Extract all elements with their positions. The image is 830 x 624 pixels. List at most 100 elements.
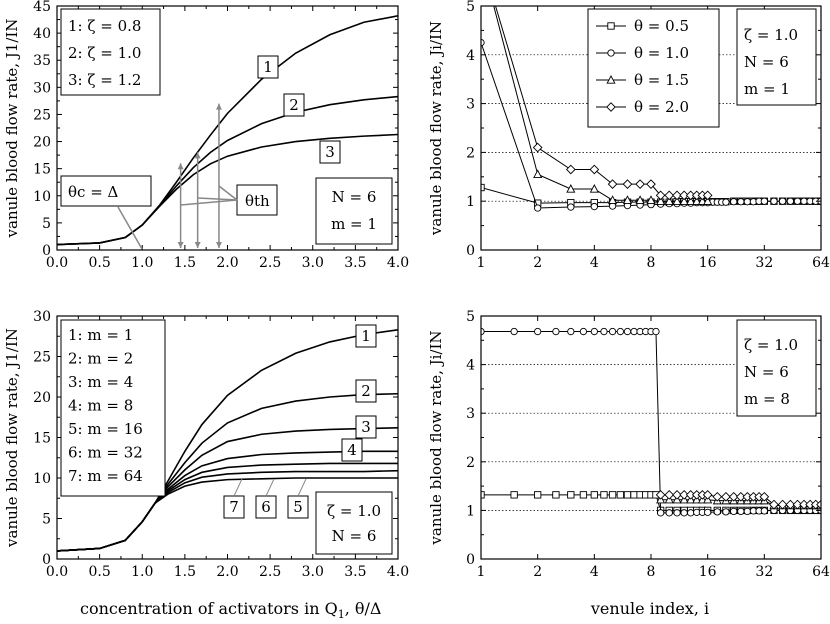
y-tick-label: 5 [466,309,475,325]
legend-marker [606,102,616,112]
data-point [552,491,560,499]
data-point [672,196,682,205]
y-tick-label: 5 [42,512,51,528]
data-point [630,491,638,499]
data-point [616,327,625,336]
y-tick-label: 25 [33,350,51,366]
x-tick-label: 8 [647,255,656,271]
x-tick-label: 2.0 [216,255,238,271]
y-tick-label: 2 [466,145,475,161]
data-point [703,196,713,205]
info-text: ζ = 1.0 [744,26,798,44]
data-point [687,509,695,517]
data-point [534,204,542,212]
x-tick-label: 1 [477,564,486,580]
data-point [679,196,689,205]
series-group [57,14,398,246]
data-point [600,327,608,336]
y-tick-label: 30 [33,309,51,325]
data-point [565,164,576,175]
y-axis-label: vanule blood flow rate, J1/IN [3,328,21,548]
data-point [672,490,682,500]
info-text: N = 6 [744,53,789,71]
curve-label: 3 [361,418,371,436]
data-point [608,491,617,499]
x-tick-label: 4.0 [387,564,409,580]
data-point [730,507,738,516]
data-point [623,327,632,336]
legend-entry: 4: m = 8 [68,397,133,415]
series-group [481,6,821,212]
legend-entry: 3: ζ = 1.2 [68,71,141,89]
data-point [510,491,518,499]
data-point [607,179,618,189]
curve-label-box [341,438,363,462]
x-tick-label: 4 [590,564,599,580]
data-point [646,179,656,189]
y-axis-label: vanule blood flow rate, Ji/IN [427,21,445,236]
data-point [589,164,600,175]
x-tick-label: 32 [755,255,773,271]
data-point [567,327,575,336]
legend-entry: 5: m = 16 [68,420,143,438]
x-tick-label: 0.5 [88,564,110,580]
curve-label-box [355,379,377,403]
arrow-head [215,103,222,110]
info-text: ζ = 1.0 [327,502,381,520]
data-point [679,490,689,500]
x-tick-label: 1.0 [131,564,153,580]
y-tick-label: 5 [466,0,475,15]
data-point [664,196,674,205]
x-tick-label: 2.5 [259,564,281,580]
data-point [697,196,707,205]
y-tick-label: 0 [466,243,475,259]
theta-th-pointer [180,199,238,206]
info-box [315,177,393,245]
curve-label: 4 [347,441,357,459]
data-point [743,198,752,206]
x-tick-label: 16 [699,564,717,580]
data-point [702,490,713,500]
data-point [635,179,645,189]
x-tick-label: 8 [647,564,656,580]
theta-th-pointer [218,185,238,201]
arrow-head [177,242,184,248]
curve-label: 7 [229,498,239,516]
y-tick-label: 5 [42,216,51,232]
info-text: N = 6 [332,527,377,545]
curve-label-box [355,415,377,439]
data-point [622,195,633,204]
data-point [735,491,746,502]
y-tick-label: 20 [33,135,51,151]
x-tick-label: 3.0 [302,564,324,580]
theta-c-box [60,175,152,207]
curve-label: 5 [293,498,303,516]
series-group [57,328,398,552]
y-tick-label: 15 [33,162,51,178]
y-tick-label: 0 [42,243,51,259]
data-point [769,499,779,510]
series-group [481,327,821,517]
data-point [793,197,802,205]
data-point [777,499,788,510]
legend-marker [607,22,615,30]
x-tick-label: 1.5 [174,564,196,580]
curve-label-pointer [297,478,307,497]
y-tick-label: 10 [33,471,51,487]
curve-label: 1 [263,58,273,76]
data-point [673,509,681,517]
data-point [664,490,675,500]
legend-entry: 7: m = 64 [68,467,143,485]
info-text: m = 1 [744,80,790,98]
y-axis-label: vanule blood flow rate, Ji/IN [427,330,445,545]
legend-entry: 2: ζ = 1.0 [68,44,141,62]
data-point [665,509,673,517]
data-point [590,327,598,336]
data-point [589,184,599,193]
legend-entry: 3: m = 4 [68,373,133,391]
y-tick-label: 4 [466,48,475,64]
x-axis-label-right: venule index, i [590,599,709,618]
data-point [655,490,666,500]
arrow-head [215,242,222,248]
